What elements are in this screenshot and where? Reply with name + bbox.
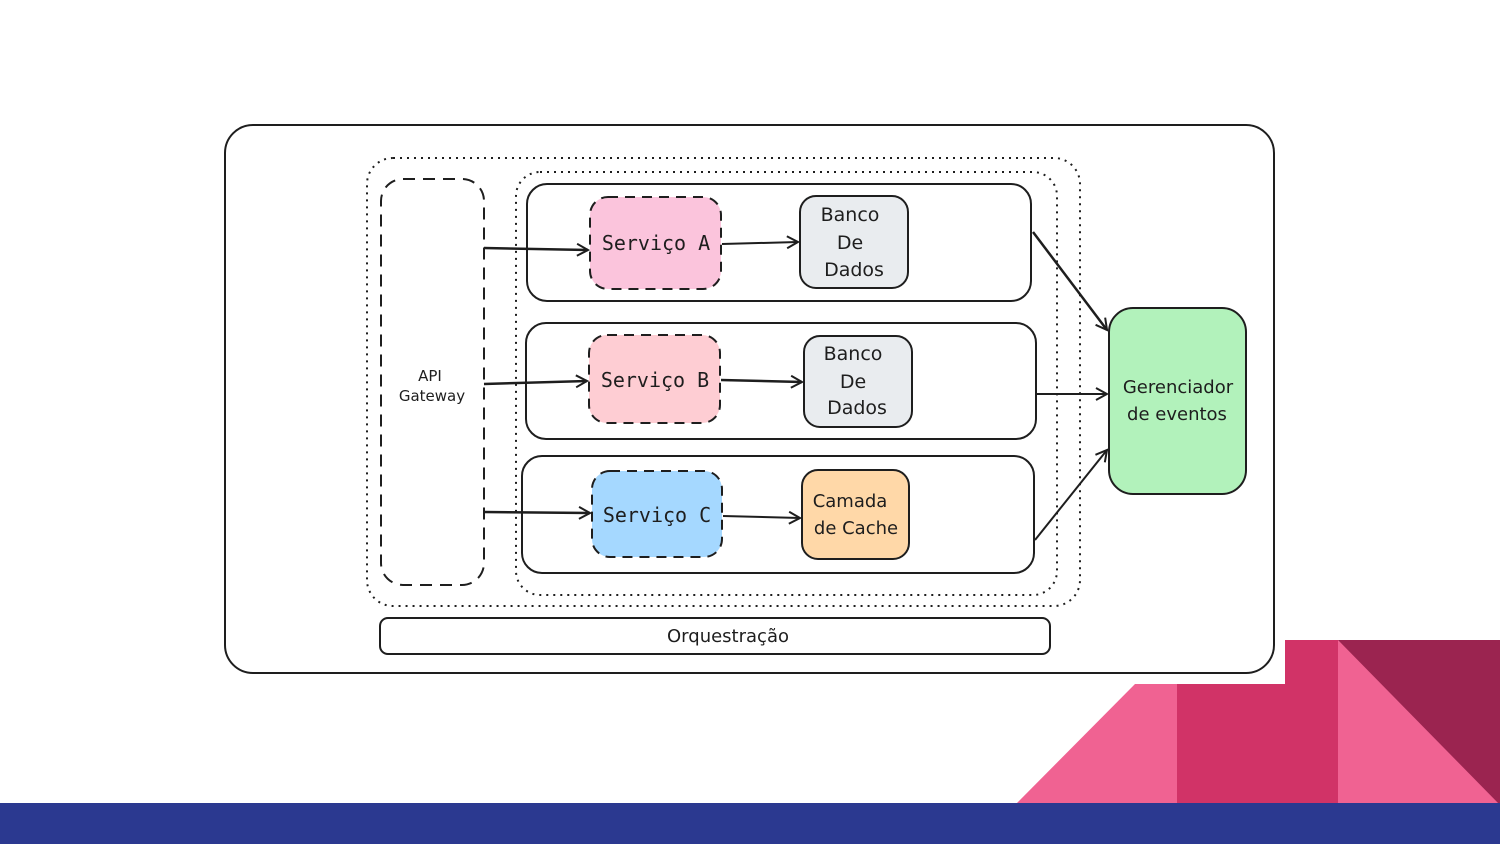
footer-bar	[0, 803, 1500, 844]
api-gateway-label-line1: API	[418, 367, 442, 385]
service-b-box	[588, 334, 721, 424]
orchestration-bar	[379, 617, 1051, 655]
cache-line1: Camada	[813, 491, 888, 512]
database-a-line2: De	[837, 232, 863, 254]
database-a-line1: Banco	[821, 204, 880, 226]
database-b-line3: Dados	[827, 397, 887, 419]
service-c-label: Serviço C	[603, 503, 711, 527]
system-boundary-dotted	[366, 157, 1081, 607]
service-a-label: Serviço A	[602, 231, 710, 255]
arrow-gateway-to-service-c	[483, 512, 590, 513]
arrow-row-a-to-event-manager	[1032, 231, 1107, 330]
pink-light-triangle	[1338, 640, 1500, 805]
event-manager-box	[1108, 307, 1247, 495]
database-b-line1: Banco	[824, 343, 883, 365]
pink-mid-lower	[1177, 684, 1338, 805]
service-row-c	[521, 455, 1035, 574]
diagram-frame	[224, 124, 1275, 674]
arrow-service-a-to-database	[721, 242, 798, 244]
cache-box	[801, 469, 910, 560]
orchestration-label: Orquestração	[667, 626, 789, 647]
arrow-row-c-to-event-manager	[1034, 450, 1107, 541]
arrow-service-c-to-cache	[722, 516, 800, 518]
arrow-gateway-to-service-a	[483, 248, 588, 250]
cache-line2: de Cache	[814, 518, 898, 539]
api-gateway-label-line2: Gateway	[399, 387, 465, 405]
database-b-line2: De	[840, 371, 866, 393]
service-b-label: Serviço B	[601, 368, 709, 392]
arrow-service-b-to-database	[720, 380, 802, 382]
database-a-line3: Dados	[824, 259, 884, 281]
event-manager-line1: Gerenciador	[1123, 377, 1234, 398]
service-row-a	[526, 183, 1032, 302]
api-gateway-box	[380, 178, 485, 586]
pink-light-left-triangle	[1015, 684, 1177, 805]
service-row-b	[525, 322, 1037, 440]
arrow-gateway-to-service-b	[483, 381, 587, 384]
event-manager-line2: de eventos	[1127, 404, 1227, 425]
